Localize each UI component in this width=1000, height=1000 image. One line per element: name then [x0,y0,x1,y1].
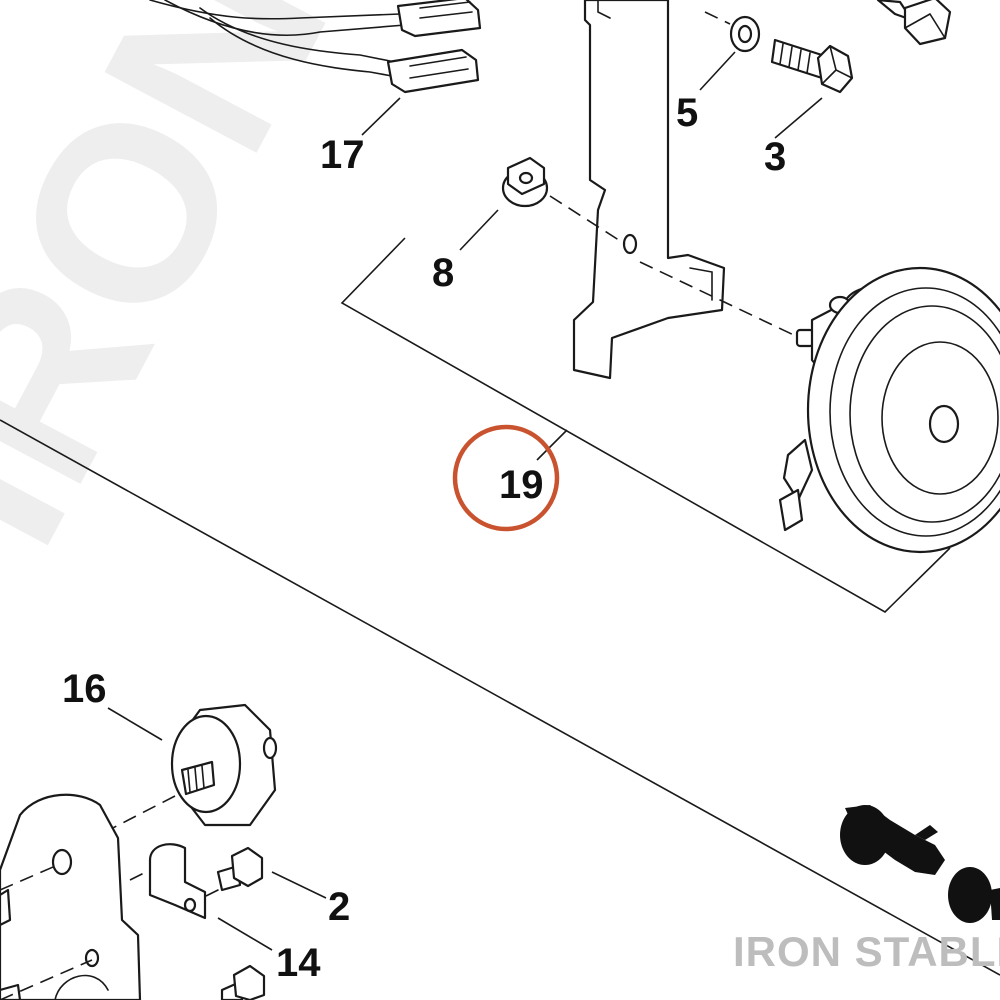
horn [639,261,1000,554]
callout-14: 14 [276,941,321,985]
flange-nut-part-8 [501,156,549,208]
p-clamp-part-14 [148,843,207,920]
wire-connectors-part-17 [149,0,482,94]
leader-3 [774,97,823,139]
leader-8 [459,209,499,251]
leader-19 [536,429,568,461]
callout-19: 19 [499,463,544,507]
assembly-path-washer [704,11,731,25]
hex-bolt-top [876,0,952,46]
assembly-path-nut [549,195,626,245]
screw-part-2 [216,846,264,892]
callout-16: 16 [62,667,107,711]
leader-17 [361,97,401,136]
brand-wordmark: IRON STABLE [733,928,1000,975]
callout-3: 3 [764,135,786,179]
screw-lower [220,964,266,1000]
assembly-path-horn [639,261,801,339]
assembly-path-clamp [129,869,151,881]
assembly-bracket-19 [340,237,951,613]
callout-8: 8 [432,251,454,295]
leader-16 [107,707,163,741]
motorcycle-icon [840,805,1000,923]
leader-5 [699,51,736,91]
callout-5: 5 [676,91,698,135]
assembly-path-plate [0,863,61,891]
panel-edge-line [0,419,1000,976]
rubber-mount-part-16 [170,703,278,827]
leader-14 [217,917,273,951]
assembly-path-screw [205,887,223,897]
hex-bolt-part-3 [770,38,854,94]
horn-bracket [572,0,726,380]
highlight-ring-19 [452,424,560,532]
lower-mounting-plate [0,793,142,1000]
callout-2: 2 [328,885,350,929]
leader-2 [271,871,327,899]
callout-17: 17 [320,133,365,177]
washer-part-5 [729,15,761,53]
assembly-path-plate-lower [0,959,93,1000]
